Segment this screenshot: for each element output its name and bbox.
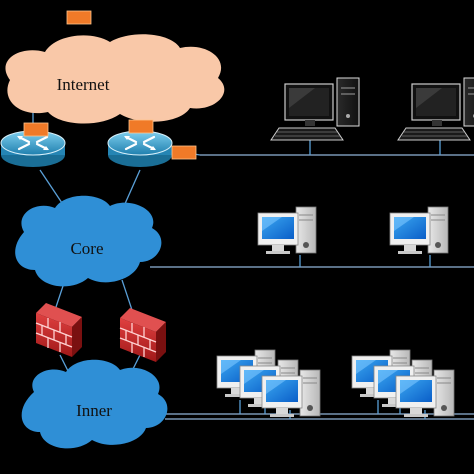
cloud-inner-shape: [21, 359, 168, 449]
cloud-internet-label: Internet: [57, 75, 110, 94]
cloud-core: Core: [15, 195, 162, 287]
cloud-inner-label: Inner: [76, 401, 112, 420]
router-icon: [106, 129, 174, 169]
port-badge-icon: [171, 145, 197, 160]
cloud-inner: Inner: [21, 359, 168, 449]
cloud-internet: Internet: [5, 34, 225, 124]
port-badge-icon: [66, 10, 92, 25]
cloud-internet-shape: [5, 34, 225, 124]
port-badge-icon: [128, 119, 154, 134]
port-badge-icon: [23, 122, 49, 137]
cloud-core-shape: [15, 195, 162, 287]
cloud-core-label: Core: [70, 239, 103, 258]
